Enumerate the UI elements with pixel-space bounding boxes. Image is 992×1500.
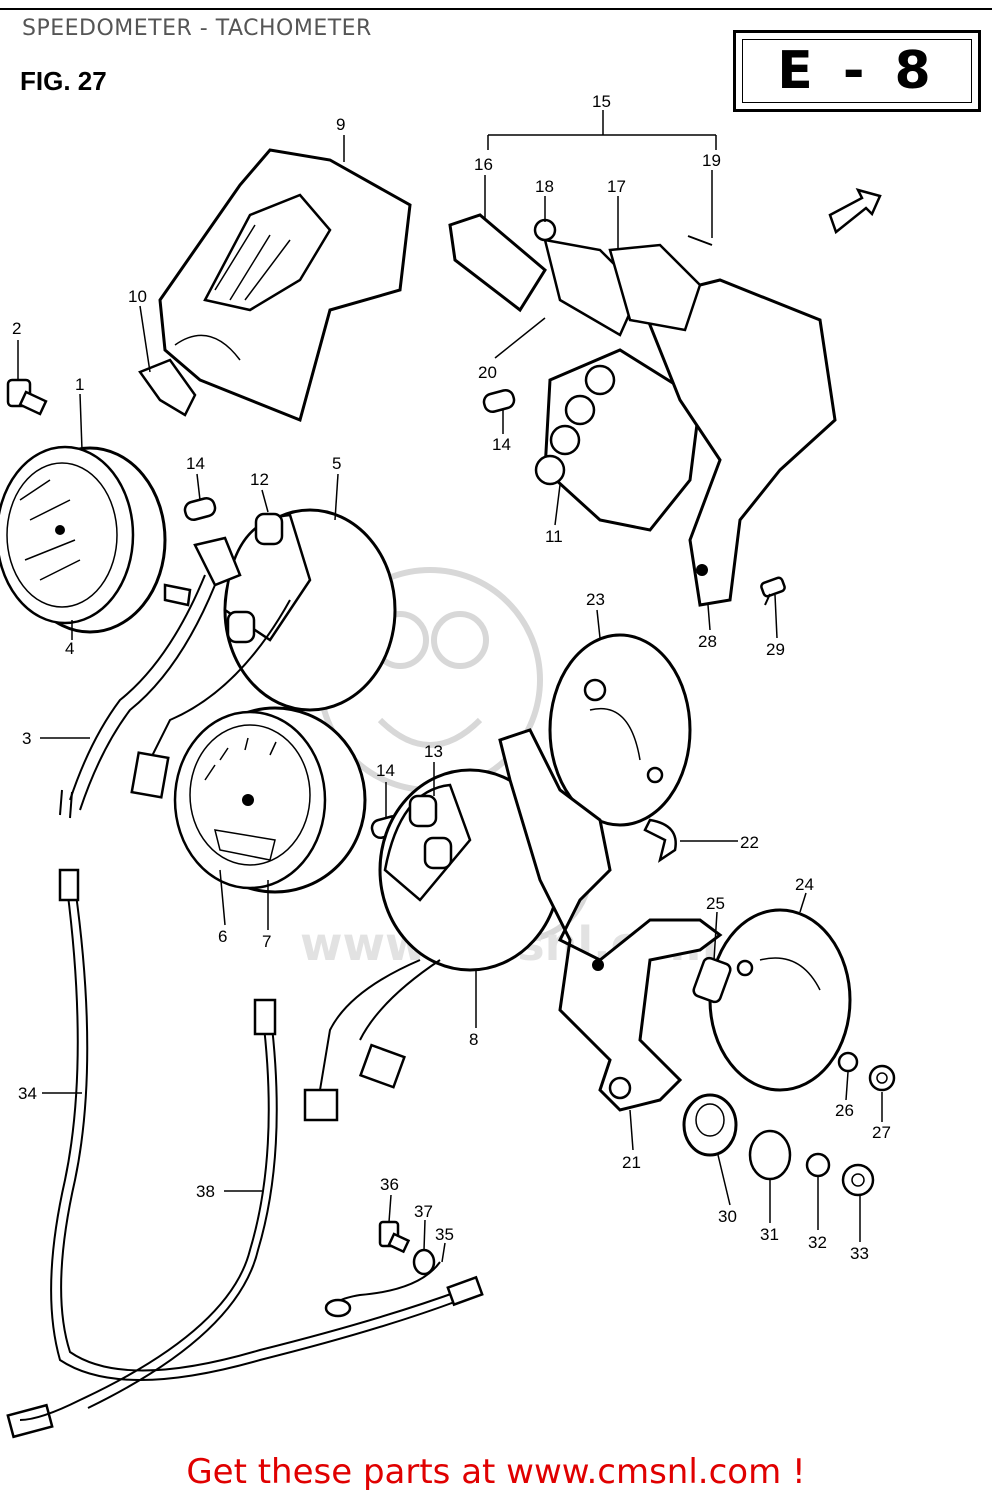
part-9-meter-cover[interactable] <box>158 148 412 423</box>
part-29-screw[interactable] <box>760 576 786 606</box>
part-30-grommet[interactable] <box>682 1093 738 1157</box>
part-35-lead-wire[interactable] <box>324 1261 441 1318</box>
callout-20: 20 <box>478 363 497 382</box>
part-22-clip[interactable] <box>643 818 677 863</box>
callout-34: 34 <box>18 1084 37 1103</box>
callout-17: 17 <box>607 177 626 196</box>
callout-7: 7 <box>262 932 271 951</box>
callout-15: 15 <box>592 92 611 111</box>
part-37-washer[interactable] <box>412 1248 436 1276</box>
part-33-nut[interactable] <box>841 1163 875 1197</box>
callout-31: 31 <box>760 1225 779 1244</box>
callout-labels: 9 10 2 1 4 3 14 12 5 6 7 14 13 8 15 16 1… <box>12 92 891 1263</box>
figure-label: FIG. 27 <box>20 66 107 96</box>
callout-32: 32 <box>808 1233 827 1252</box>
callout-12: 12 <box>250 470 269 489</box>
part-25-screw[interactable] <box>692 956 732 1004</box>
part-38-tachometer-cable[interactable] <box>19 998 278 1421</box>
part-34-speedometer-cable[interactable] <box>6 868 484 1439</box>
section-code-box: E - 8 <box>733 30 981 112</box>
part-23-cover-plate[interactable] <box>548 633 692 827</box>
callout-14-c: 14 <box>376 761 395 780</box>
leader-lines <box>17 110 883 1263</box>
front-arrow-icon <box>828 188 882 235</box>
callout-4: 4 <box>65 639 74 658</box>
callout-5: 5 <box>332 454 341 473</box>
callout-26: 26 <box>835 1101 854 1120</box>
part-10-grommet[interactable] <box>138 358 197 417</box>
part-2-bolt[interactable] <box>6 378 48 416</box>
part-26-washer[interactable] <box>837 1051 859 1073</box>
callout-14-a: 14 <box>186 454 205 473</box>
part-1-speedometer[interactable] <box>0 445 192 634</box>
part-31-washer[interactable] <box>748 1129 792 1181</box>
section-code: E - 8 <box>742 39 972 103</box>
callout-16: 16 <box>474 155 493 174</box>
callout-6: 6 <box>218 927 227 946</box>
callout-25: 25 <box>706 894 725 913</box>
callout-9: 9 <box>336 115 345 134</box>
part-14-screw-b[interactable] <box>482 388 516 414</box>
part-5-speedometer-case[interactable] <box>223 508 397 712</box>
callout-38: 38 <box>196 1182 215 1201</box>
part-28-meter-bracket[interactable] <box>637 278 837 607</box>
callout-8: 8 <box>469 1030 478 1049</box>
callout-22: 22 <box>740 833 759 852</box>
part-14-screw-a[interactable] <box>183 496 217 522</box>
callout-10: 10 <box>128 287 147 306</box>
exploded-parts-diagram: www.cmsnl.com <box>0 8 992 1439</box>
part-3-wire-harness[interactable] <box>59 574 291 819</box>
callout-21: 21 <box>622 1153 641 1172</box>
part-27-nut[interactable] <box>868 1064 896 1092</box>
callout-14-b: 14 <box>492 435 511 454</box>
callout-3: 3 <box>22 729 31 748</box>
callout-35: 35 <box>435 1225 454 1244</box>
part-32-lock-washer[interactable] <box>805 1152 831 1178</box>
callout-27: 27 <box>872 1123 891 1142</box>
callout-37: 37 <box>414 1202 433 1221</box>
part-8-tachometer-case[interactable] <box>303 768 562 1122</box>
part-15-indicator-lamp-assembly[interactable] <box>448 213 713 337</box>
part-11-indicator-holder[interactable] <box>534 348 702 532</box>
callout-11: 11 <box>545 527 563 546</box>
get-parts-link[interactable]: Get these parts at www.cmsnl.com ! <box>186 1452 806 1492</box>
part-6-tachometer[interactable] <box>173 706 367 894</box>
callout-13: 13 <box>424 742 443 761</box>
part-36-bolt[interactable] <box>378 1220 411 1254</box>
callout-36: 36 <box>380 1175 399 1194</box>
part-21-mounting-bracket[interactable] <box>498 728 723 1112</box>
callout-19: 19 <box>702 151 721 170</box>
callout-33: 33 <box>850 1244 869 1263</box>
part-24-back-plate[interactable] <box>708 908 852 1092</box>
callout-24: 24 <box>795 875 814 894</box>
callout-29: 29 <box>766 640 785 659</box>
part-12-bulb-socket[interactable] <box>193 536 242 587</box>
callout-23: 23 <box>586 590 605 609</box>
callout-1: 1 <box>75 375 84 394</box>
callout-28: 28 <box>698 632 717 651</box>
callout-30: 30 <box>718 1207 737 1226</box>
page-title: SPEEDOMETER - TACHOMETER <box>22 16 372 41</box>
callout-2: 2 <box>12 319 21 338</box>
callout-18: 18 <box>535 177 554 196</box>
